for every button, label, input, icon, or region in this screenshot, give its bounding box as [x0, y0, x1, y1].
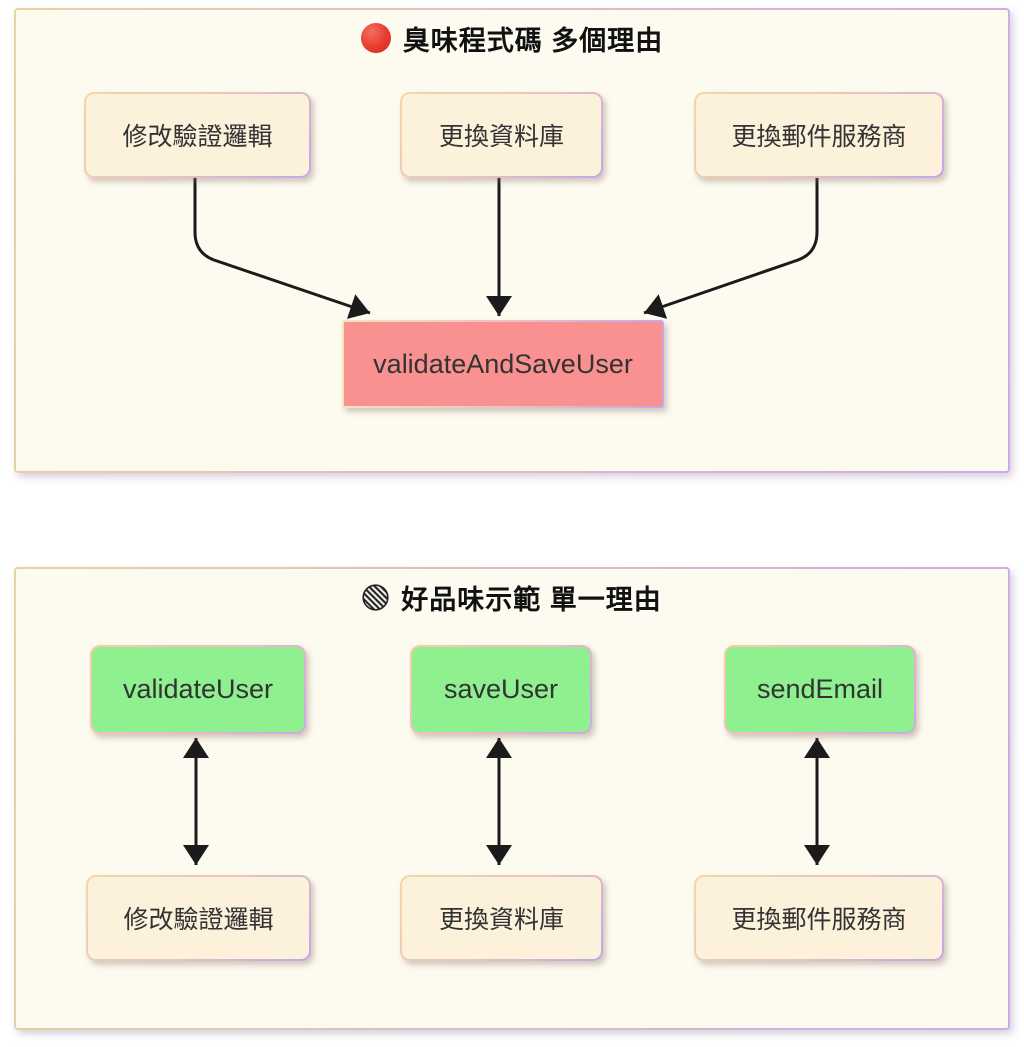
good-section-title: 好品味示範 單一理由 [16, 579, 1008, 615]
node-label: 更換郵件服務商 [731, 906, 907, 934]
node-label: saveUser [443, 674, 559, 704]
node-label: 更換資料庫 [438, 906, 564, 934]
smelly-section-title: 臭味程式碼 多個理由 [16, 20, 1008, 56]
hatched-circle-icon [362, 583, 389, 611]
node-save-user: saveUser [410, 645, 592, 734]
node-label: 更換郵件服務商 [731, 123, 907, 151]
smelly-code-section: 臭味程式碼 多個理由 修改驗證邏輯 更換資料庫 更換郵件服務商 validate… [14, 8, 1010, 473]
node-label: 更換資料庫 [438, 123, 564, 151]
node-good-reason-change-database: 更換資料庫 [400, 875, 603, 961]
node-validate-user: validateUser [90, 645, 306, 734]
good-taste-section: 好品味示範 單一理由 validateUser saveUser sendEma… [14, 567, 1010, 1030]
node-reason-validate-logic: 修改驗證邏輯 [84, 92, 311, 178]
node-label: sendEmail [756, 674, 884, 704]
node-label: 修改驗證邏輯 [122, 123, 273, 151]
node-send-email: sendEmail [724, 645, 916, 734]
edge-reason1-to-target [193, 174, 371, 319]
edge-reason3-to-target [643, 174, 819, 319]
node-good-reason-validate-logic: 修改驗證邏輯 [86, 875, 311, 961]
node-reason-change-database: 更換資料庫 [400, 92, 603, 178]
node-label: validateAndSaveUser [373, 348, 633, 379]
node-validate-and-save-user: validateAndSaveUser [342, 320, 664, 408]
node-label: 修改驗證邏輯 [123, 906, 274, 934]
node-good-reason-change-mail-provider: 更換郵件服務商 [694, 875, 944, 961]
node-reason-change-mail-provider: 更換郵件服務商 [694, 92, 944, 178]
smelly-title-text: 臭味程式碼 多個理由 [402, 25, 664, 56]
red-circle-icon [360, 23, 391, 53]
good-title-text: 好品味示範 單一理由 [401, 584, 662, 615]
node-label: validateUser [122, 674, 274, 704]
